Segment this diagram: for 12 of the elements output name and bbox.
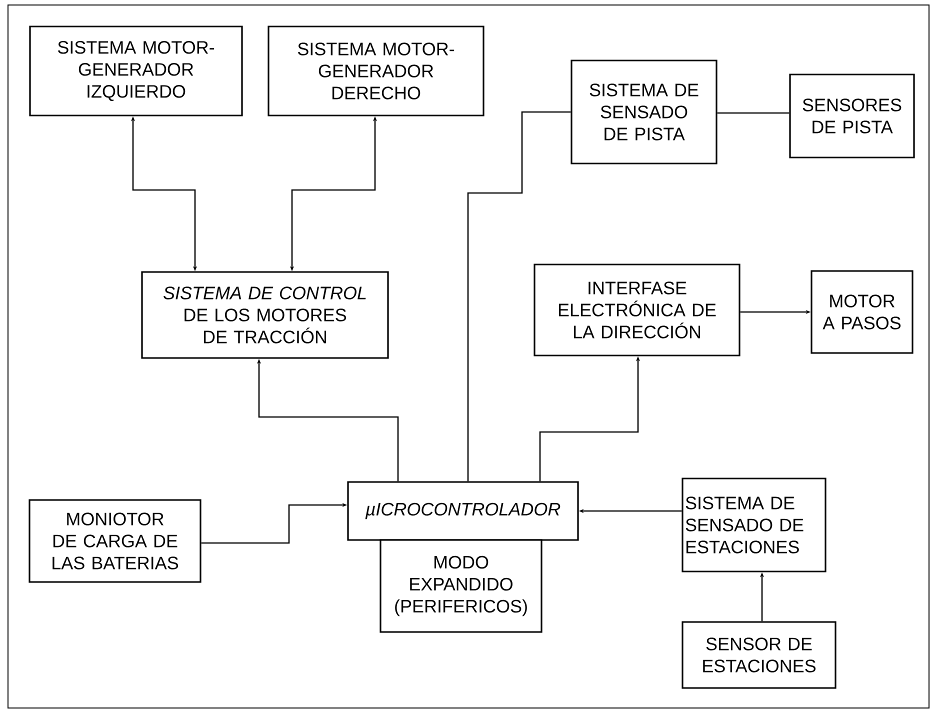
block-box: INTERFASE ELECTRÓNICA DE LA DIRECCIÓN	[534, 264, 740, 356]
block-box: SENSOR DE ESTACIONES	[682, 621, 836, 689]
block-box: SISTEMA MOTOR-GENERADOR DERECHO	[268, 26, 484, 116]
block-box: SISTEMA DE SENSADO DE PISTA	[570, 60, 718, 164]
block-box: µICROCONTROLADOR	[347, 481, 579, 541]
block-box: MONIOTOR DE CARGA DE LAS BATERIAS	[28, 499, 202, 583]
block-box: SENSORES DE PISTA	[789, 74, 915, 158]
block-box: MODO EXPANDIDO (PERIFERICOS)	[380, 539, 542, 633]
block-box: MOTOR A PASOS	[810, 270, 914, 354]
block-box: SISTEMA DE SENSADO DE ESTACIONES	[682, 478, 826, 572]
block-box: SISTEMA DE CONTROL DE LOS MOTORES DE TRACCIÓN	[141, 271, 389, 359]
block-box: SISTEMA MOTOR-GENERADOR IZQUIERDO	[29, 26, 243, 116]
